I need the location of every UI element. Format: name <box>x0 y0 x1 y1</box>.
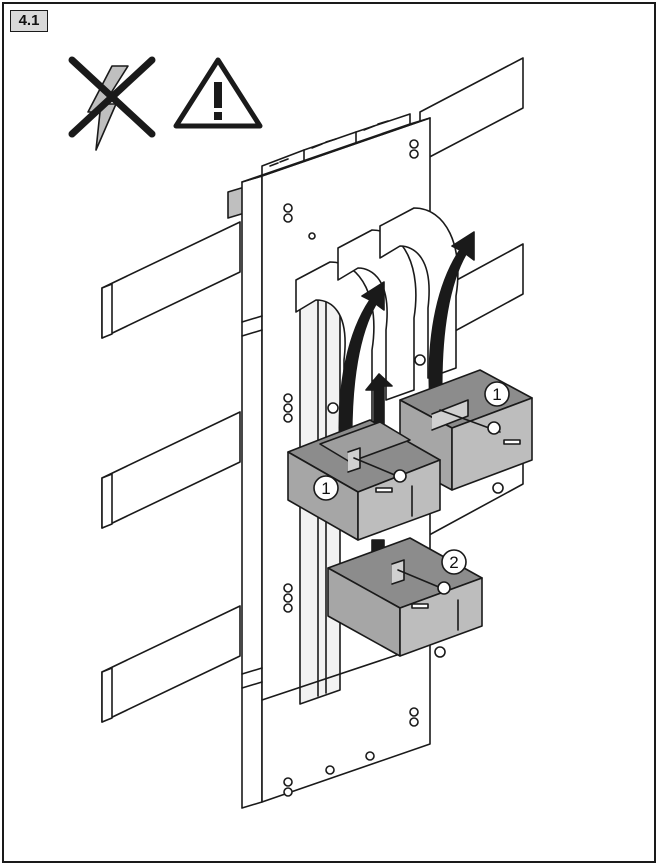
no-voltage-icon <box>68 56 156 151</box>
base-screws <box>283 139 419 797</box>
svg-text:2: 2 <box>449 553 458 572</box>
warning-triangle-icon <box>173 57 263 129</box>
svg-text:1: 1 <box>321 479 330 498</box>
transformer-module-bottom <box>327 537 483 658</box>
transformer-module-left <box>287 419 441 541</box>
svg-text:1: 1 <box>492 385 501 404</box>
step-number-badge: 4.1 <box>10 10 48 32</box>
callout-1-right: 1 <box>484 381 510 407</box>
callout-2-bottom: 2 <box>441 549 467 575</box>
callout-1-left: 1 <box>313 475 339 501</box>
